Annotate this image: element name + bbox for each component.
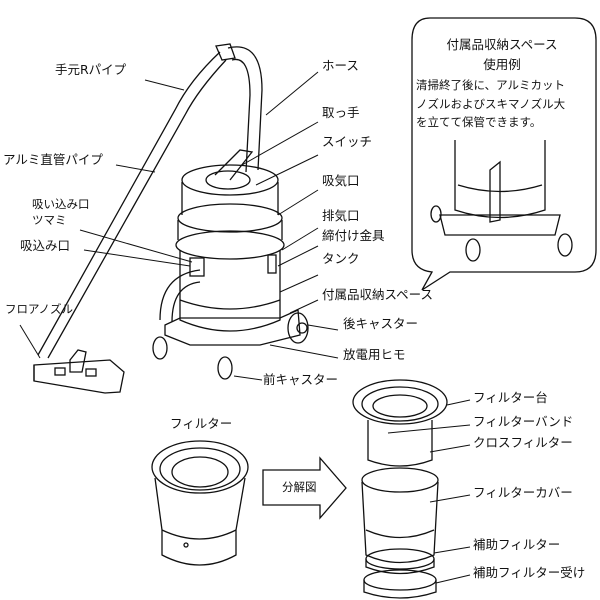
label-intake: 吸込み口 <box>20 238 71 253</box>
filter-leader-lines <box>387 399 471 584</box>
label-hose: ホース <box>322 58 359 73</box>
callout-title-1: 付属品収納スペース <box>446 37 558 52</box>
label-alumi-pipe: アルミ直管パイプ <box>3 152 103 167</box>
label-filter-base: フィルター台 <box>473 390 548 405</box>
label-front-caster: 前キャスター <box>263 372 339 387</box>
label-tank: タンク <box>322 251 360 266</box>
label-handle: 取っ手 <box>322 105 360 120</box>
exploded-view-arrow <box>262 456 347 520</box>
label-rear-caster: 後キャスター <box>343 316 419 331</box>
casters-drawing <box>152 309 309 380</box>
label-exhaust: 排気口 <box>322 208 360 223</box>
label-clamp: 締付け金具 <box>322 228 385 243</box>
label-accessory-space: 付属品収納スペース <box>322 287 434 302</box>
label-air-inlet: 吸気口 <box>322 173 360 188</box>
label-hand-r-pipe: 手元Rパイプ <box>55 62 127 77</box>
label-aux-filter: 補助フィルター <box>473 537 561 552</box>
exploded-view-label: 分解図 <box>282 480 317 494</box>
label-filter-cover: フィルターカバー <box>473 485 573 500</box>
filter-title: フィルター <box>170 416 233 431</box>
pipe-drawing <box>37 43 236 359</box>
label-floor-nozzle: フロアノズル <box>5 302 73 316</box>
leader-lines <box>19 71 339 381</box>
floor-nozzle-drawing <box>33 349 125 394</box>
label-cloth-filter: クロスフィルター <box>473 435 573 450</box>
hose-drawing <box>159 46 263 323</box>
label-discharge-string: 放電用ヒモ <box>343 347 406 362</box>
label-filter-band: フィルターバンド <box>473 414 574 429</box>
label-intake-knob-2: ツマミ <box>32 213 67 227</box>
callout-body-line: 清掃終了後に、アルミカット <box>416 78 566 92</box>
callout-title-2: 使用例 <box>483 57 521 72</box>
callout-body-line: ノズルおよびスキマノズル大 <box>416 97 566 111</box>
tank-drawing <box>175 149 285 332</box>
filter-assembled-drawing <box>151 440 249 566</box>
callout-bubble <box>411 17 597 291</box>
callout-body-line: を立てて保管できます。 <box>416 115 542 129</box>
label-aux-filter-holder: 補助フィルター受け <box>473 565 586 580</box>
label-switch: スイッチ <box>322 134 373 149</box>
filter-exploded-drawing <box>352 379 448 599</box>
label-intake-knob-1: 吸い込み口 <box>32 197 90 211</box>
